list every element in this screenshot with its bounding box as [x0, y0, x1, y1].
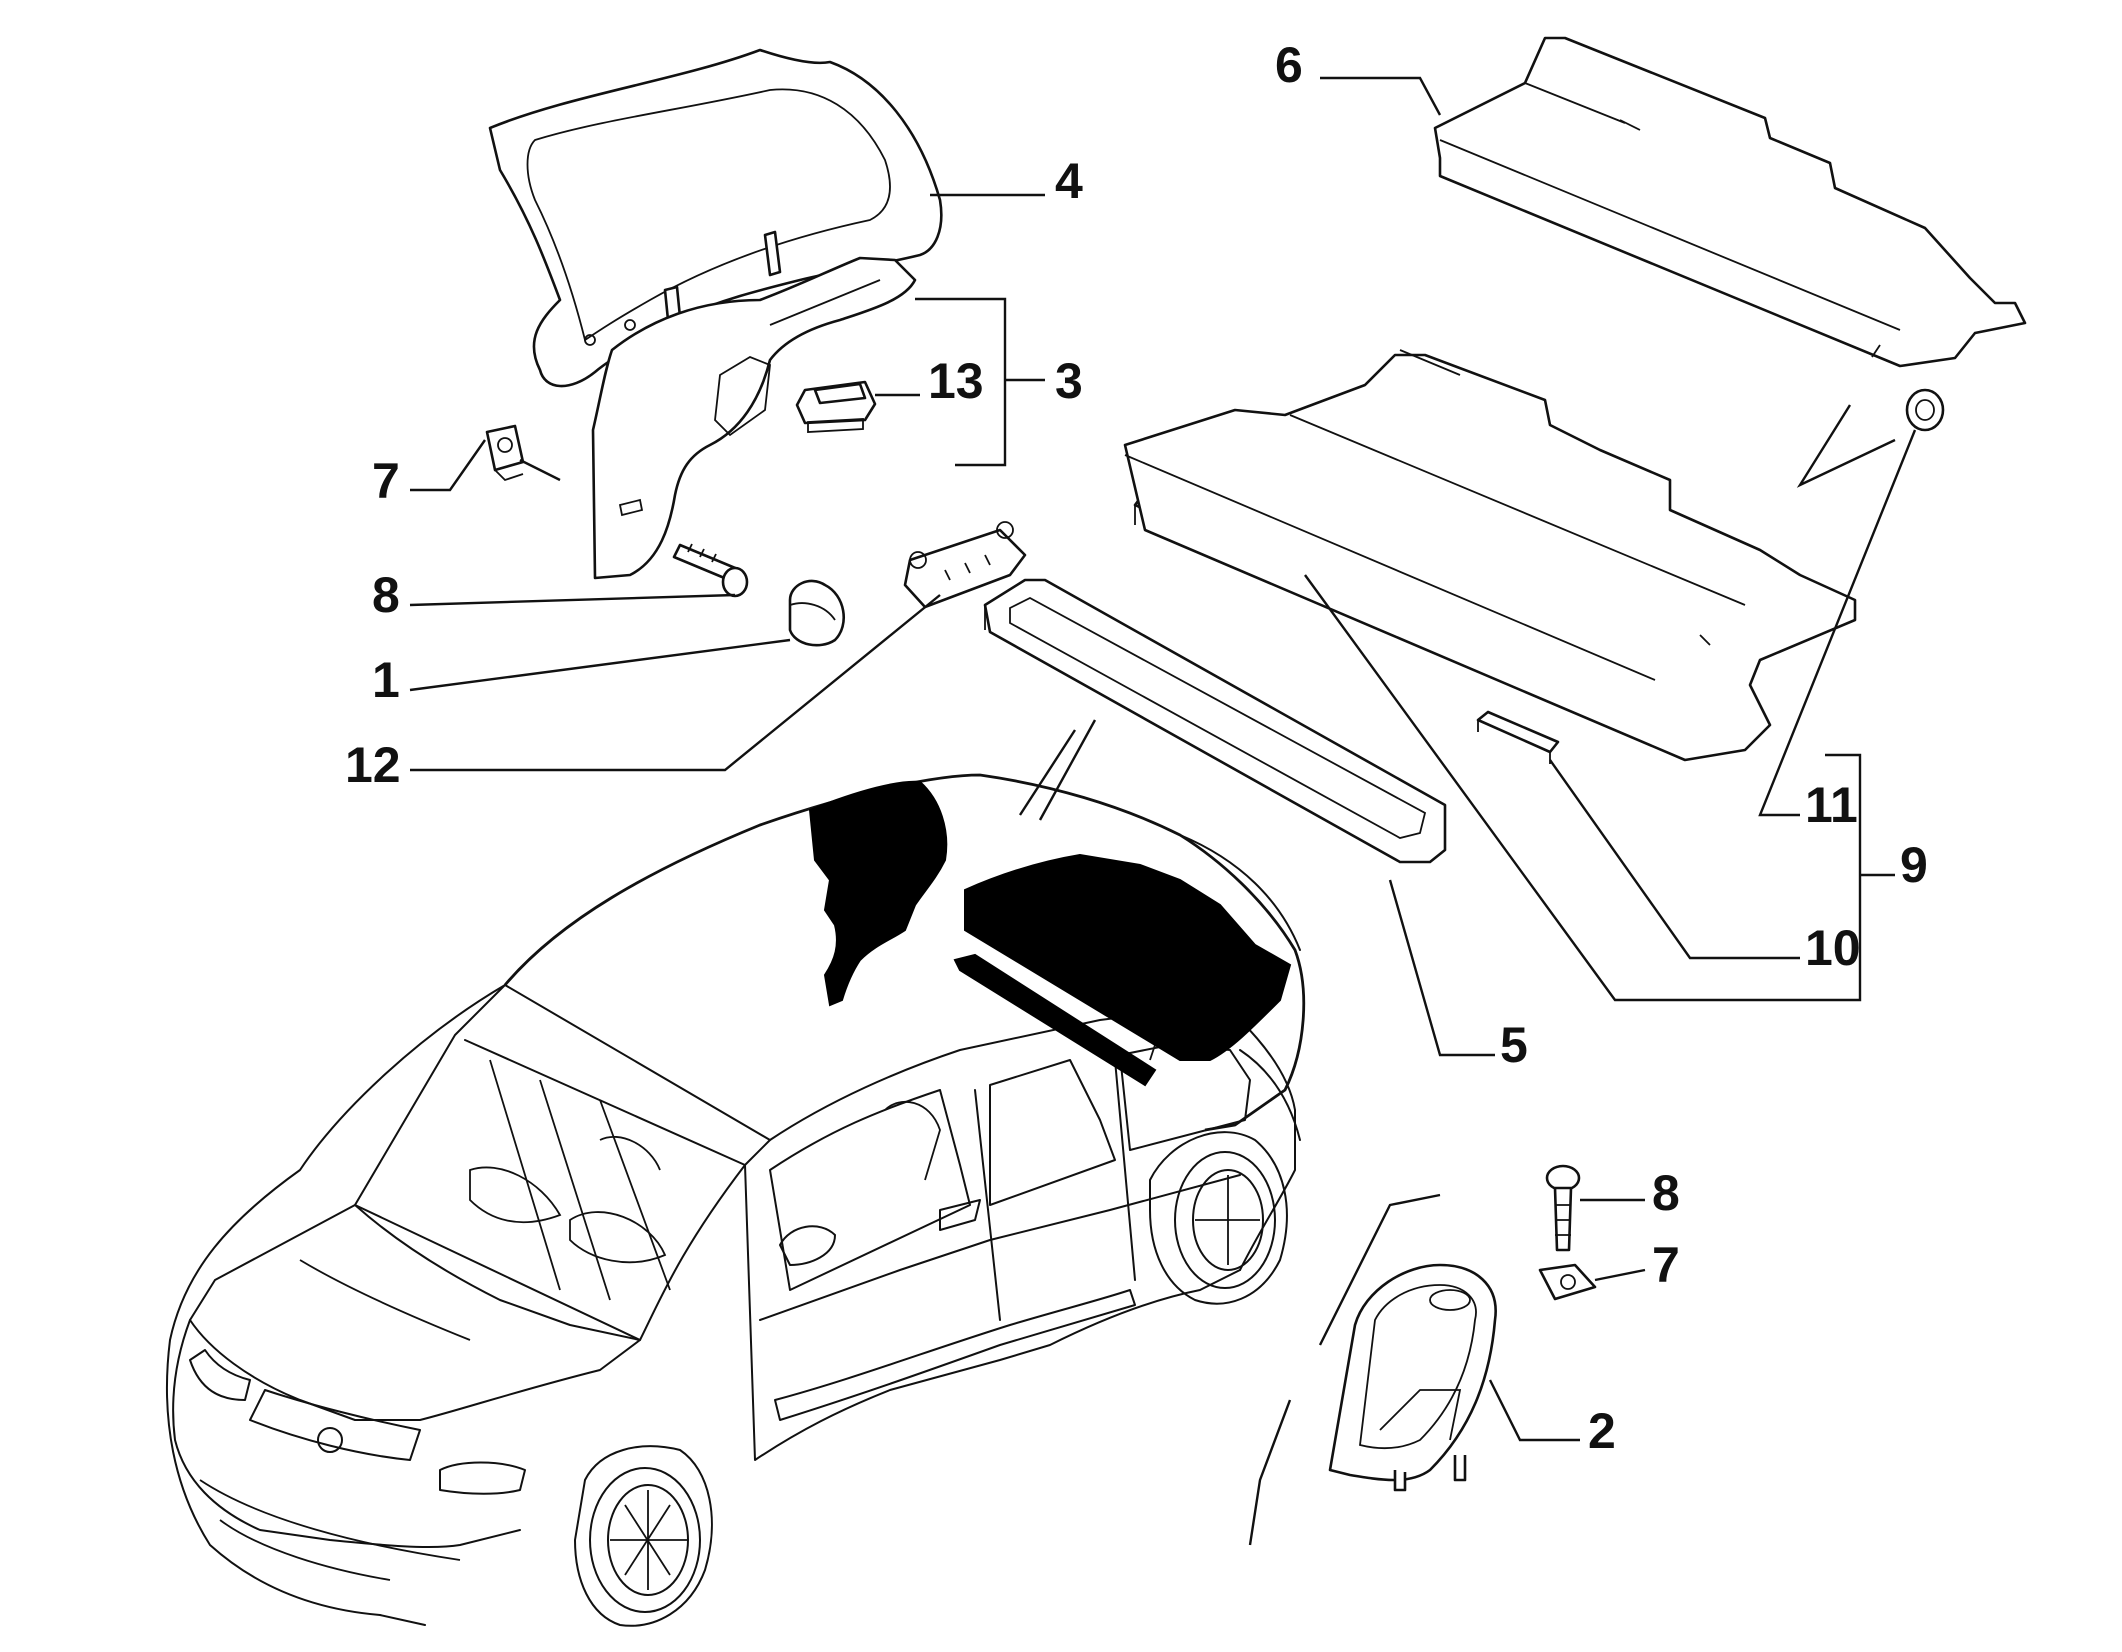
part-3-lower-side-panel — [591, 256, 917, 580]
callout-13: 13 — [928, 353, 984, 409]
callout-8-lower: 8 — [1652, 1165, 1680, 1221]
callout-12: 12 — [345, 737, 401, 793]
part-1-cap — [788, 579, 845, 647]
part-13-clip — [795, 380, 877, 433]
part-12-hinge-bracket — [903, 521, 1027, 609]
part-7-clip-nut-lower — [1538, 1263, 1597, 1301]
callout-4: 4 — [1055, 153, 1083, 209]
callout-6: 6 — [1275, 37, 1303, 93]
part-6-parcel-shelf — [1433, 36, 2027, 368]
callout-8-upper: 8 — [372, 567, 400, 623]
part-7-clip-nut-upper — [485, 424, 525, 482]
part-8-screw-lower — [1545, 1164, 1581, 1252]
leader-lines — [409, 76, 1917, 1546]
callout-11: 11 — [1805, 777, 1858, 833]
callout-10: 10 — [1805, 920, 1861, 976]
highlight-side-panel — [808, 780, 948, 1007]
callout-1: 1 — [372, 652, 400, 708]
part-2-storage-pocket — [1328, 1263, 1497, 1492]
callout-9: 9 — [1900, 837, 1928, 893]
callout-3: 3 — [1055, 353, 1083, 409]
part-8-screw-upper — [672, 543, 749, 598]
part-10-support-right — [1476, 710, 1560, 764]
part-9-parcel-shelf-lower — [1123, 349, 1857, 762]
callout-5: 5 — [1500, 1017, 1528, 1073]
highlight-sill-trim — [953, 953, 1157, 1087]
callout-labels: 4 3 13 7 8 1 12 6 11 9 10 5 8 7 2 — [345, 37, 1928, 1459]
vehicle-outline — [165, 773, 1306, 1627]
callout-7-upper: 7 — [372, 453, 400, 509]
callout-2: 2 — [1588, 1403, 1616, 1459]
callout-7-lower: 7 — [1652, 1237, 1680, 1293]
part-11-grommet — [1905, 388, 1945, 432]
part-5-rear-sill-trim — [983, 578, 1447, 864]
highlight-parcel-shelf — [964, 853, 1292, 1061]
